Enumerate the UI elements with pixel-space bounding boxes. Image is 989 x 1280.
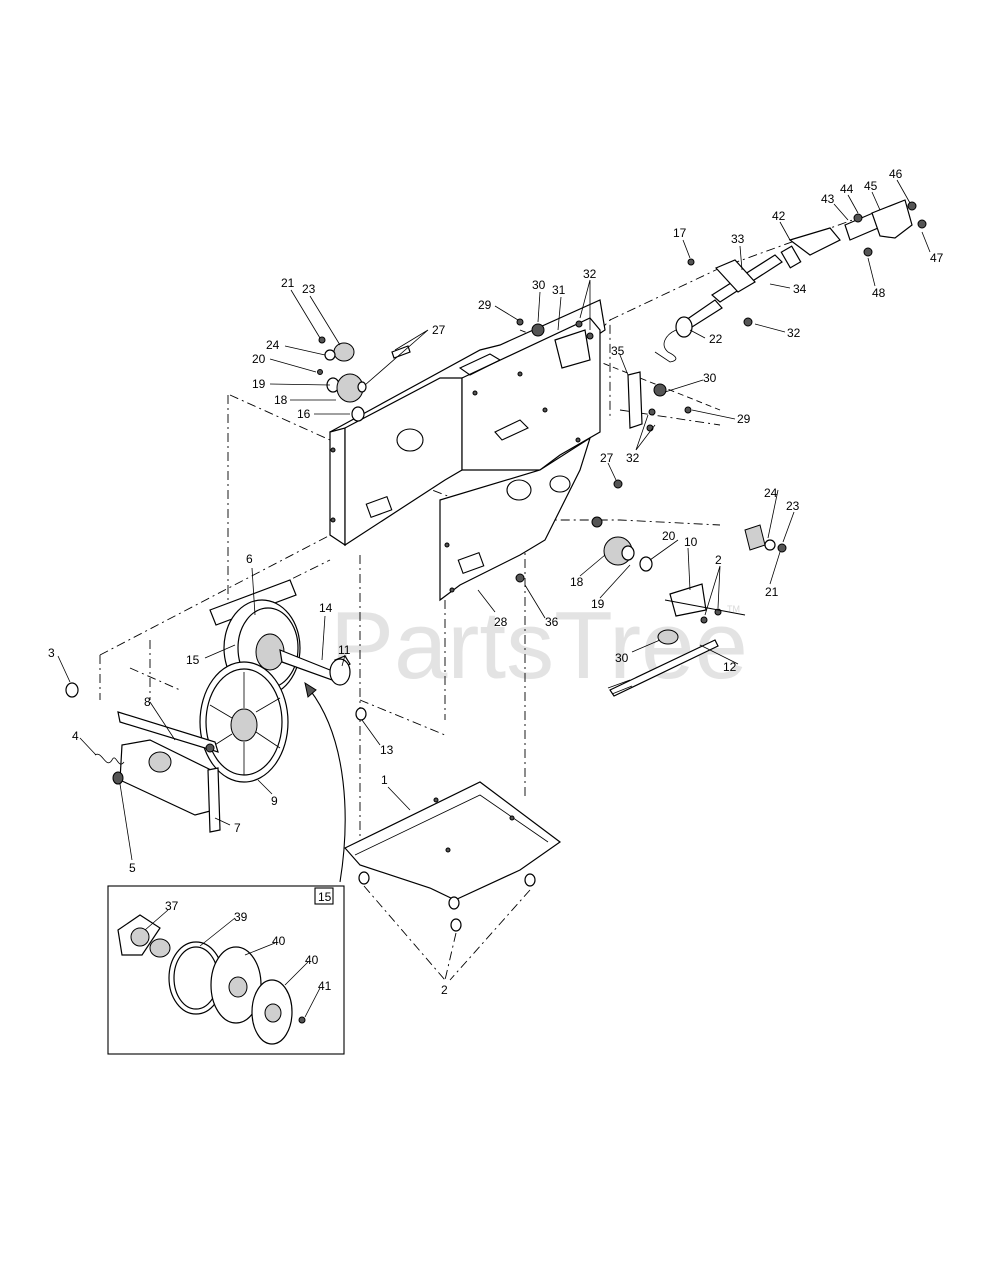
shift-rod-assembly [516,199,927,528]
label-12: 12 [723,660,737,674]
label-2-bottom: 2 [441,983,448,997]
label-21-left: 21 [281,276,295,290]
label-8: 8 [144,695,151,709]
label-22: 22 [709,332,723,346]
label-48: 48 [872,286,886,300]
label-29-upper: 29 [478,298,492,312]
label-44: 44 [840,182,854,196]
label-2-right: 2 [715,553,722,567]
label-27-lower: 27 [600,451,614,465]
label-28: 28 [494,615,508,629]
label-21-right: 21 [765,585,779,599]
label-3: 3 [48,646,55,660]
inset-callout-label: 15 [318,890,332,904]
label-47: 47 [930,251,944,265]
label-19-right: 19 [591,597,605,611]
bottom-plate [344,781,562,981]
callout-labels: 46 44 45 43 42 47 48 17 33 34 32 22 30 3… [48,167,944,997]
label-23-right: 23 [786,499,800,513]
inset-callout-arrowhead [304,681,317,698]
label-9: 9 [271,794,278,808]
label-20-right: 20 [662,529,676,543]
left-bearing-parts [317,336,411,422]
label-19-left: 19 [252,377,266,391]
label-27-upper: 27 [432,323,446,337]
label-24-right: 24 [764,486,778,500]
label-42: 42 [772,209,786,223]
right-bearing-parts [515,524,787,697]
label-16: 16 [297,407,311,421]
label-40-upper: 40 [272,934,286,948]
label-20-left: 20 [252,352,266,366]
label-11: 11 [338,643,351,657]
label-13: 13 [380,743,394,757]
label-39: 39 [234,910,248,924]
label-30-right: 30 [703,371,717,385]
label-24-left: 24 [266,338,280,352]
label-6: 6 [246,552,253,566]
label-30-lower: 30 [615,651,629,665]
leader-lines [57,179,931,1018]
label-32-upper: 32 [583,267,597,281]
label-23-left: 23 [302,282,316,296]
label-29-right: 29 [737,412,751,426]
label-15: 15 [186,653,200,667]
label-14: 14 [319,601,333,615]
label-45: 45 [864,179,878,193]
label-1: 1 [381,773,388,787]
label-32-upper-right: 32 [787,326,801,340]
label-31: 31 [552,283,566,297]
label-37: 37 [165,899,179,913]
inset-callout-arrow [309,689,346,883]
label-33: 33 [731,232,745,246]
label-35: 35 [611,344,625,358]
label-18-right: 18 [570,575,584,589]
label-4: 4 [72,729,79,743]
label-18-left: 18 [274,393,288,407]
label-46: 46 [889,167,903,181]
label-41: 41 [318,979,332,993]
label-36: 36 [545,615,559,629]
label-7: 7 [234,821,241,835]
drive-pulley-assembly [65,579,367,833]
label-30-upper: 30 [532,278,546,292]
watermark-trademark: TM [727,604,740,614]
label-17: 17 [673,226,687,240]
label-43: 43 [821,192,835,206]
inset-detail-15: 15 [107,885,345,1055]
label-5: 5 [129,861,136,875]
frame-housing [329,299,606,602]
label-34: 34 [793,282,807,296]
label-40-lower: 40 [305,953,319,967]
label-10: 10 [684,535,698,549]
label-32-lower: 32 [626,451,640,465]
